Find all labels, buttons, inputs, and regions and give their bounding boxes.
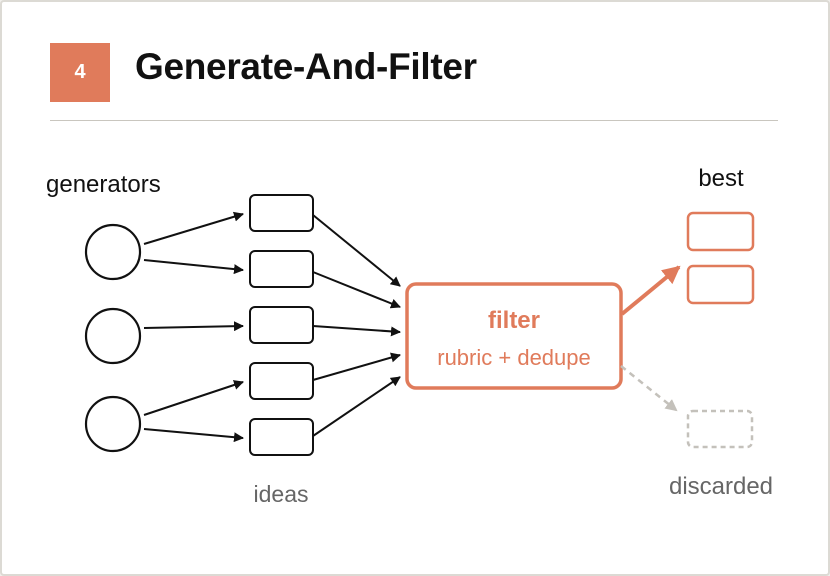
title-divider [50,120,778,121]
idea-box [249,362,314,400]
generator-to-idea-arrow [143,380,244,416]
idea-to-filter-arrow [312,352,401,381]
step-number-badge: 4 [50,43,110,102]
best-idea-box [686,211,755,252]
generator-to-idea-arrow [143,428,244,443]
filter-title: filter [488,307,540,334]
step-number: 4 [74,61,86,83]
filter-subtitle: rubric + dedupe [437,345,591,370]
generator-node [84,395,142,453]
generator-node [84,223,142,281]
idea-to-filter-arrow [312,214,401,287]
discarded-idea-box [686,409,754,449]
idea-to-filter-arrow [312,325,401,337]
filter-box [405,282,623,390]
best-label: best [698,165,744,192]
idea-box [249,418,314,456]
generator-to-idea-arrow [143,211,244,245]
discarded-label: discarded [669,473,773,500]
best-idea-box [686,264,755,305]
idea-to-filter-arrow [312,376,401,437]
idea-box [249,306,314,344]
filter-to-discarded-arrow [620,365,678,412]
generator-node [84,307,142,365]
idea-box [249,194,314,232]
ideas-label: ideas [254,481,309,507]
generator-to-idea-arrow [143,259,244,275]
page-title: Generate-And-Filter [135,46,477,87]
filter-to-best-arrow [620,265,681,316]
generators-label: generators [46,171,161,198]
idea-box [249,250,314,288]
idea-to-filter-arrow [312,271,401,309]
generator-to-idea-arrow [143,321,244,332]
